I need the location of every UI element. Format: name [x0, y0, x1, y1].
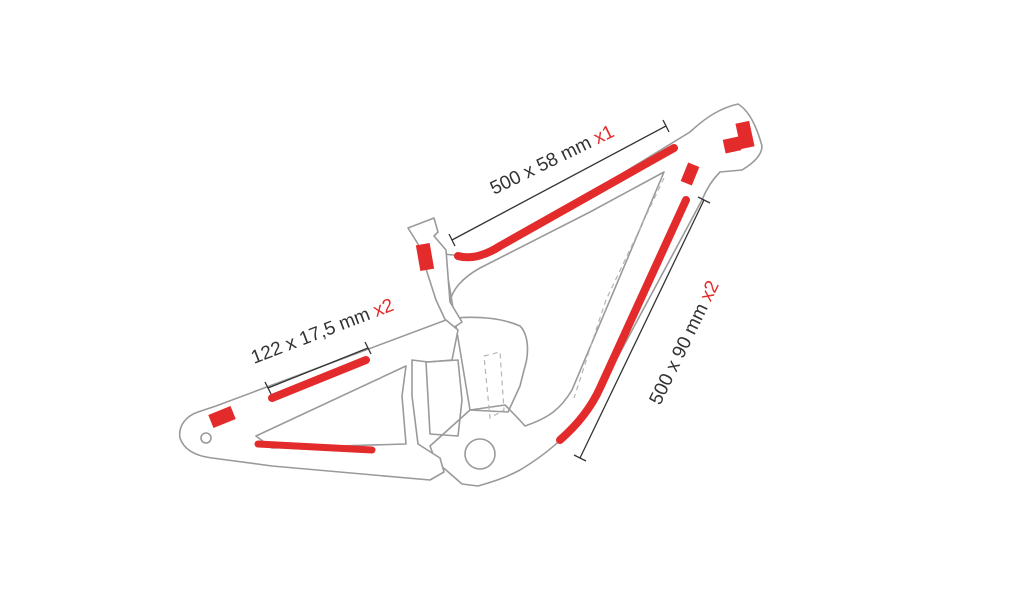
cable-routing [573, 177, 665, 399]
top-tube-dimension [448, 119, 670, 247]
protection-stickers [208, 120, 755, 454]
bottom-bracket [464, 438, 496, 470]
top-tube-sticker [454, 144, 678, 262]
dimension-lines [264, 119, 711, 462]
head-tube-patch-2 [722, 136, 742, 154]
chainstay-sticker [268, 356, 370, 402]
head-tube-patch-1 [735, 120, 755, 150]
chainstay-dimension [264, 341, 372, 395]
linkage-slot-1 [425, 359, 463, 437]
top-tube-size: 500 x 58 mm [487, 132, 595, 199]
dropout-patch [208, 406, 236, 428]
rear-triangle [178, 319, 459, 481]
shock-outline [483, 351, 505, 419]
down-tube-dimension [573, 196, 711, 462]
rear-axle [200, 432, 212, 444]
bike-frame-outline [178, 103, 763, 487]
seat-tube-patch [415, 242, 435, 272]
down-tube-size: 500 x 90 mm [646, 300, 713, 408]
down-tube-patch [680, 162, 700, 186]
lower-stay-sticker [254, 440, 376, 454]
down-tube-sticker [556, 196, 690, 444]
